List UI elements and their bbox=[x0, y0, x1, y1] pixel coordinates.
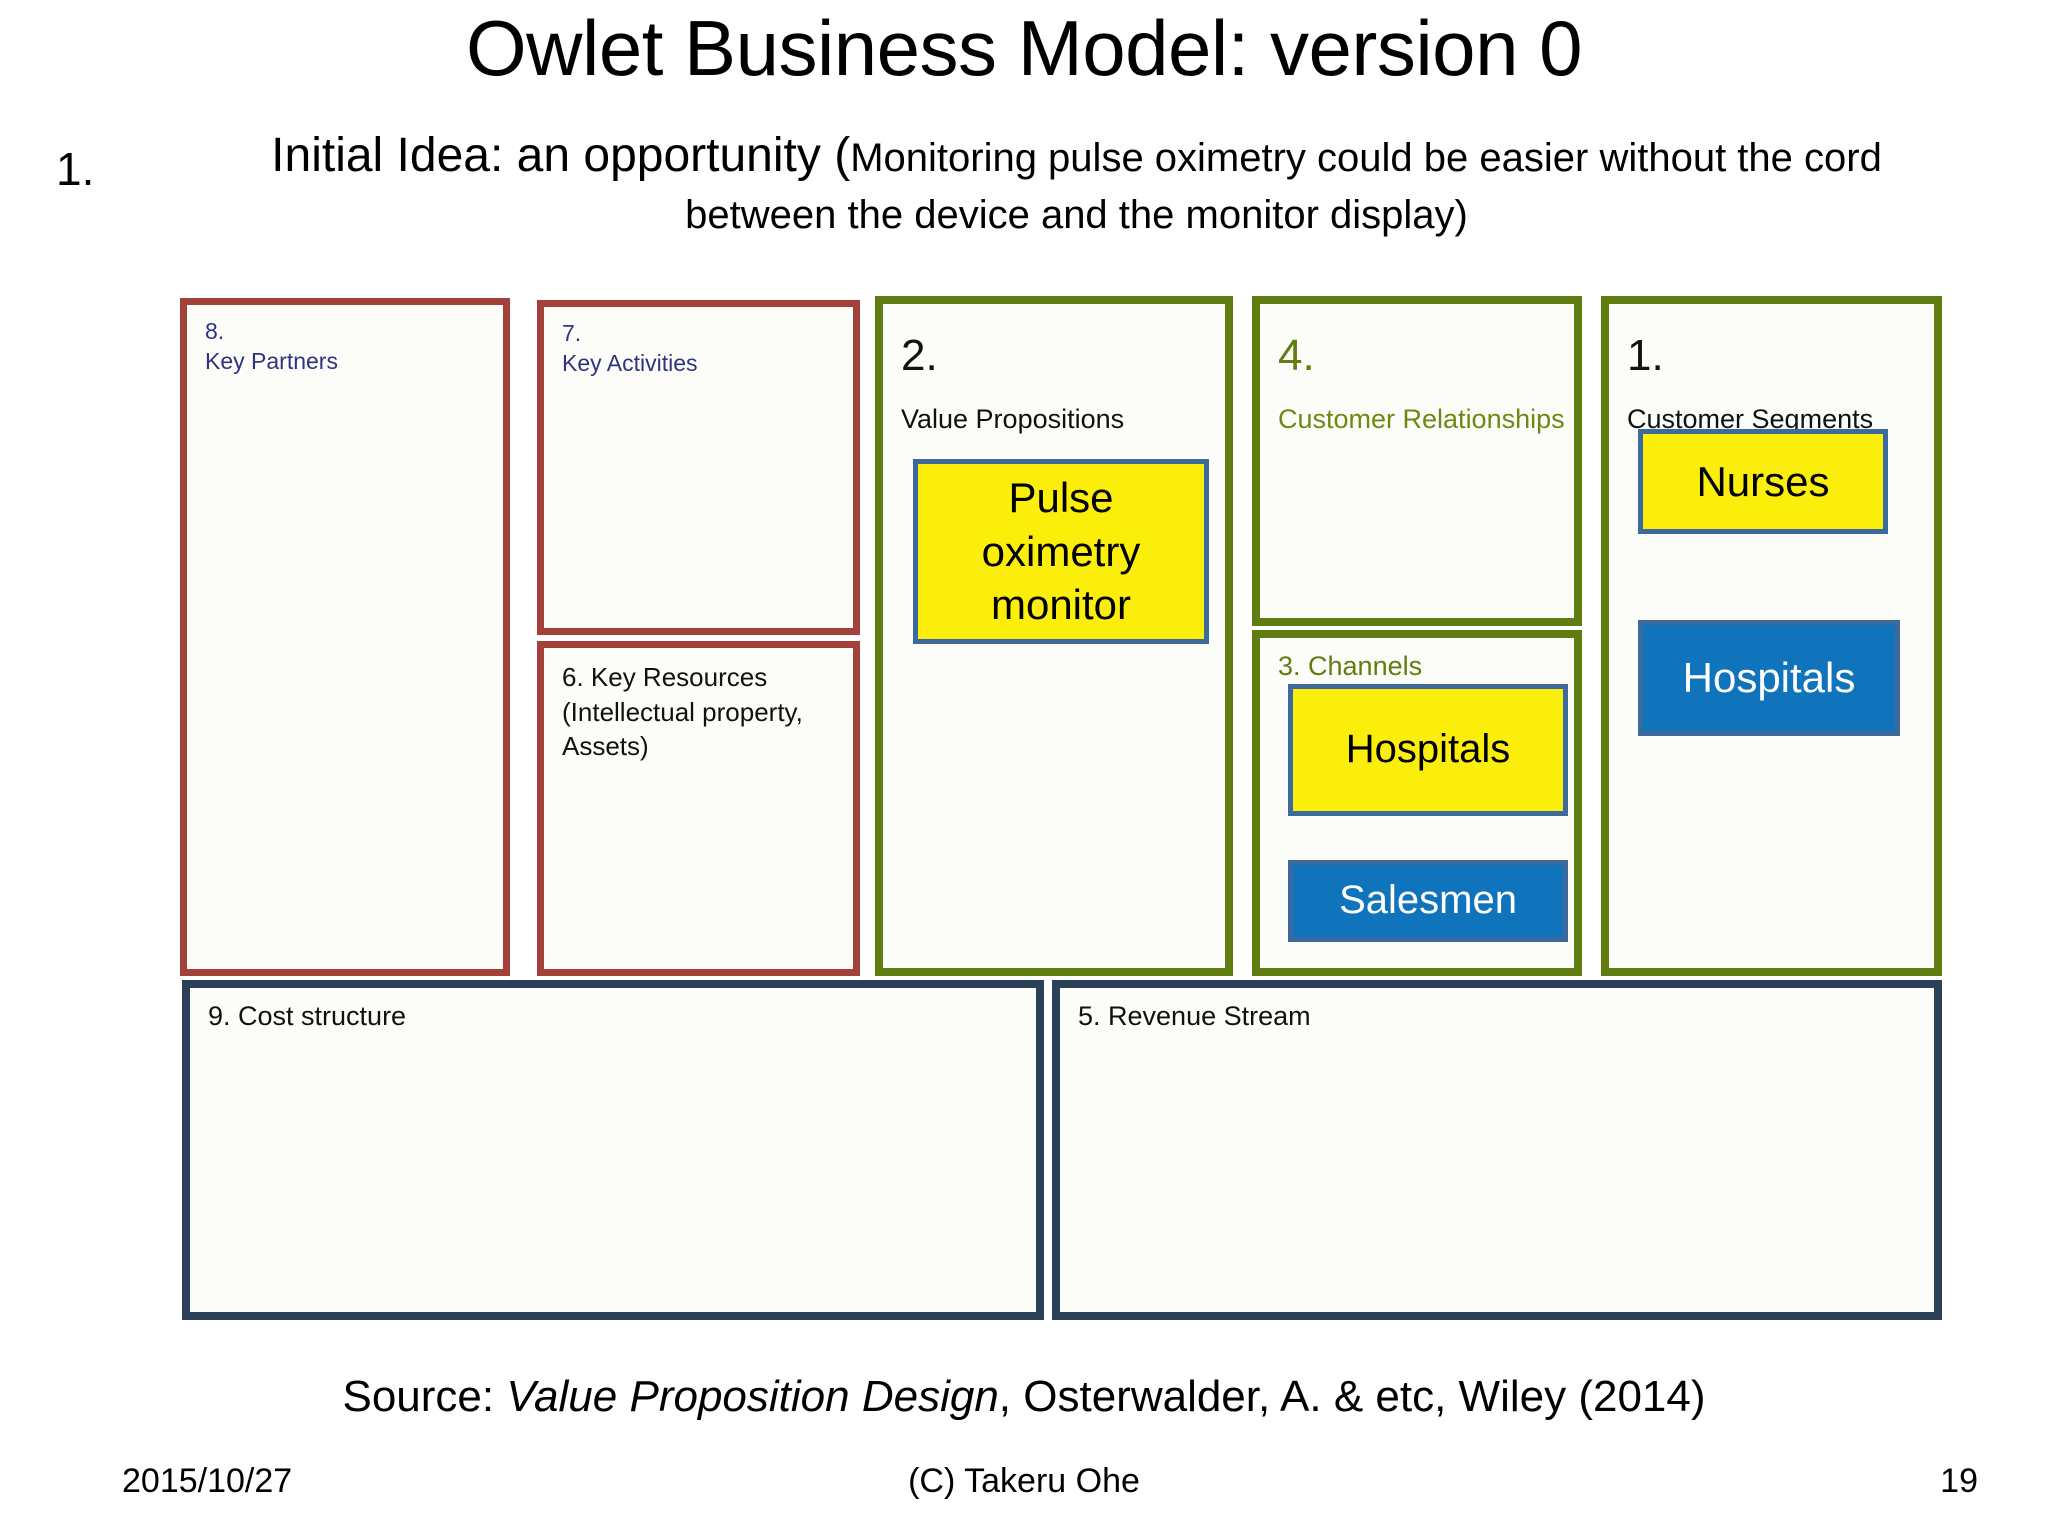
revenue-stream-label: 5. Revenue Stream bbox=[1078, 1001, 1311, 1031]
customer-relationships-number: 4. bbox=[1278, 331, 1315, 380]
slide-title: Owlet Business Model: version 0 bbox=[466, 4, 1583, 92]
footer-date: 2015/10/27 bbox=[122, 1462, 293, 1500]
block-key-partners[interactable]: 8. Key Partners bbox=[180, 298, 510, 976]
value-propositions-number: 2. bbox=[901, 331, 938, 380]
block-customer-relationships[interactable]: 4. Customer Relationships bbox=[1252, 296, 1582, 626]
block-value-propositions[interactable]: 2. Value Propositions Pulse oximetry mon… bbox=[875, 296, 1233, 976]
card-segment-nurses[interactable]: Nurses bbox=[1638, 429, 1888, 534]
source-prefix: Source: bbox=[342, 1372, 507, 1421]
channels-label: 3. Channels bbox=[1278, 651, 1423, 681]
block-cost-structure[interactable]: 9. Cost structure bbox=[182, 980, 1044, 1320]
block-customer-segments[interactable]: 1. Customer Segments Nurses Hospitals bbox=[1601, 296, 1942, 976]
source-suffix: , Osterwalder, A. & etc, Wiley (2014) bbox=[998, 1372, 1706, 1421]
value-propositions-name: Value Propositions bbox=[901, 404, 1125, 434]
customer-relationships-name: Customer Relationships bbox=[1278, 404, 1565, 434]
source-italic-title: Value Proposition Design bbox=[506, 1372, 999, 1421]
key-partners-label: 8. Key Partners bbox=[205, 318, 338, 374]
bullet-line: 1. Initial Idea: an opportunity (Monitor… bbox=[0, 128, 2048, 241]
customer-segments-number: 1. bbox=[1627, 331, 1664, 380]
bullet-main-text: Initial Idea: an opportunity ( bbox=[271, 129, 851, 182]
block-revenue-stream[interactable]: 5. Revenue Stream bbox=[1052, 980, 1942, 1320]
key-resources-label: 6. Key Resources (Intellectual property,… bbox=[562, 662, 803, 762]
block-key-resources[interactable]: 6. Key Resources (Intellectual property,… bbox=[537, 641, 860, 976]
key-activities-label: 7. Key Activities bbox=[562, 320, 698, 376]
bullet-text: Initial Idea: an opportunity (Monitoring… bbox=[215, 128, 1938, 241]
card-channels-salesmen[interactable]: Salesmen bbox=[1288, 860, 1568, 942]
footer-copyright: (C) Takeru Ohe bbox=[908, 1462, 1140, 1500]
card-pulse-oximetry-monitor[interactable]: Pulse oximetry monitor bbox=[913, 459, 1209, 644]
footer-page-number: 19 bbox=[1940, 1462, 1978, 1500]
bullet-number: 1. bbox=[56, 143, 95, 195]
card-channels-hospitals[interactable]: Hospitals bbox=[1288, 684, 1568, 816]
block-key-activities[interactable]: 7. Key Activities bbox=[537, 300, 860, 635]
block-channels[interactable]: 3. Channels Hospitals Salesmen bbox=[1252, 630, 1582, 976]
source-line: Source: Value Proposition Design, Osterw… bbox=[0, 1372, 2048, 1422]
bullet-parenthetical-text: Monitoring pulse oximetry could be easie… bbox=[685, 136, 1882, 237]
value-propositions-label: 2. Value Propositions bbox=[901, 316, 1124, 455]
cost-structure-label: 9. Cost structure bbox=[208, 1001, 407, 1031]
card-segment-hospitals[interactable]: Hospitals bbox=[1638, 620, 1900, 736]
customer-relationships-label: 4. Customer Relationships bbox=[1278, 316, 1565, 455]
